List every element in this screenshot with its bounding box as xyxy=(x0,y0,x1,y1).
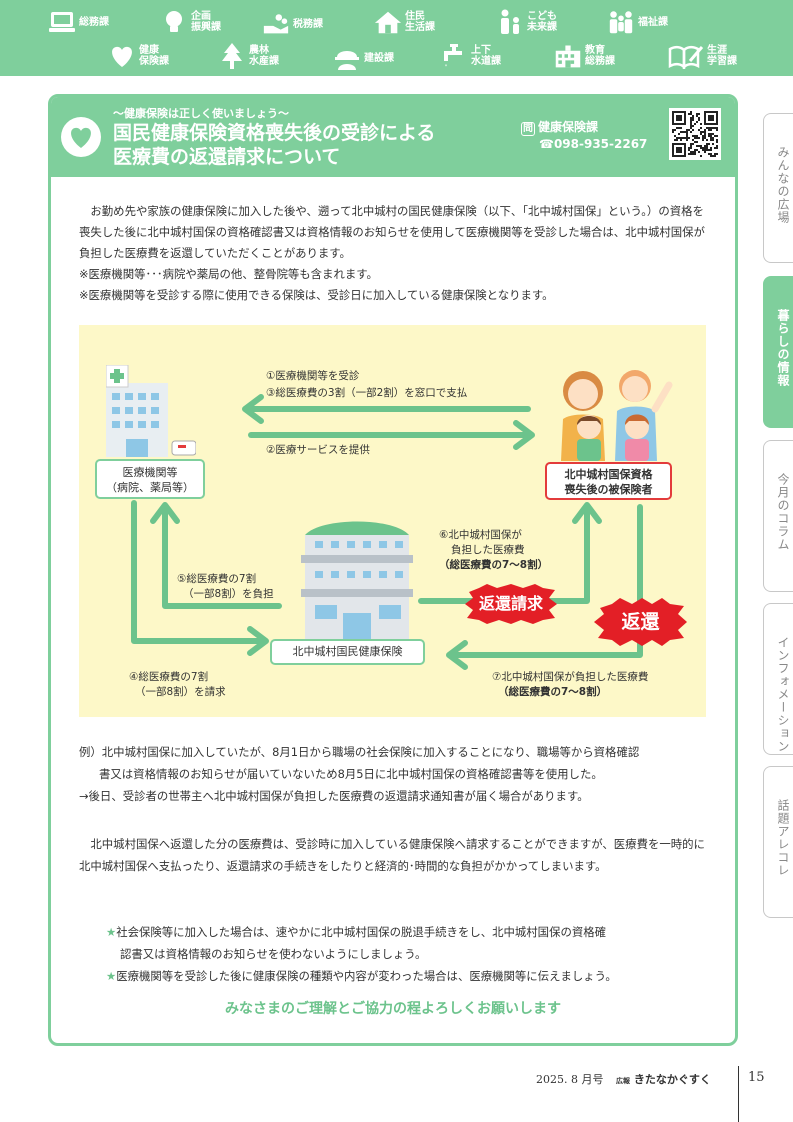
kokuho-box: 北中城村国民健康保険 xyxy=(270,639,425,665)
step-7-label: ⑦北中城村国保が負担した医療費 （総医療費の7～8割） xyxy=(492,671,649,698)
phone-icon: ☎ xyxy=(539,137,554,151)
repayment-burst: 返還 xyxy=(594,598,687,646)
tab-information[interactable]: インフォメーション xyxy=(763,603,793,755)
star-note-1: ★社会保険等に加入した場合は、速やかに北中城村国保の脱退手続きをし、北中城村国保… xyxy=(106,925,607,939)
step-1-label: ①医療機関等を受診 xyxy=(266,370,360,382)
qr-code[interactable] xyxy=(669,108,721,160)
intro-note-2: ※医療機関等を受診する際に使用できる保険は、受診日に加入している健康保険となりま… xyxy=(79,288,554,302)
star-notes: ★社会保険等に加入した場合は、速やかに北中城村国保の脱退手続きをし、北中城村国保… xyxy=(106,921,716,987)
repayment-request-burst: 返還請求 xyxy=(465,584,557,624)
family-illustration xyxy=(551,363,681,461)
article-subtitle: ～健康保険は正しく使いましょう～ xyxy=(113,107,289,120)
footer-publication: 広報 きたなかぐすく xyxy=(616,1073,711,1086)
example-section: 例）北中城村国保に加入していたが、8月1日から職場の社会保険に加入することになり… xyxy=(79,745,640,803)
faucet-icon xyxy=(440,44,468,68)
contact-badge: 問 xyxy=(521,122,535,136)
hardhat-icon xyxy=(333,46,361,70)
step-2-label: ②医療サービスを提供 xyxy=(266,444,370,456)
step-3-label: ③総医療費の3割（一部2割）を窓口で支払 xyxy=(266,387,468,399)
footer-divider xyxy=(738,1066,739,1122)
insured-person-box: 北中城村国保資格 喪失後の被保険者 xyxy=(545,462,672,500)
step-4-label: ④総医療費の7割 （一部8割）を請求 xyxy=(129,671,226,698)
department-header: 総務課 企画 振興課 税務課 住民 生活課 こども 未来課 福祉課 健康 保険課… xyxy=(0,0,793,76)
contact-phone: 098-935-2267 xyxy=(553,137,648,151)
hospital-box: 医療機関等 （病院、薬局等） xyxy=(95,459,205,499)
article-header: ～健康保険は正しく使いましょう～ 国民健康保険資格喪失後の受診による 医療費の返… xyxy=(51,97,735,177)
contact-info: 問健康保険課 ☎098-935-2267 xyxy=(521,120,648,151)
tree-icon xyxy=(218,43,246,69)
closing-message: みなさまのご理解とご協力の程よろしくお願いします xyxy=(225,1001,561,1017)
flow-arrows xyxy=(131,394,643,670)
book-pen-icon xyxy=(668,44,704,69)
tab-wadai-arekore[interactable]: 話題アレコレ xyxy=(763,766,793,918)
dept-kyoiku[interactable]: 教育 総務課 xyxy=(554,44,615,68)
page-number: 15 xyxy=(748,1070,765,1085)
computer-icon xyxy=(48,10,76,34)
dept-kensetsu[interactable]: 建設課 xyxy=(333,46,394,70)
star-icon: ★ xyxy=(106,925,117,939)
house-icon xyxy=(374,10,402,34)
dept-fukushi[interactable]: 福祉課 xyxy=(607,10,668,34)
dept-suido[interactable]: 上下 水道課 xyxy=(440,44,501,68)
hospital-illustration xyxy=(105,364,197,457)
article-title: 国民健康保険資格喪失後の受診による 医療費の返還請求について xyxy=(113,122,436,168)
dept-kikaku[interactable]: 企画 振興課 xyxy=(160,10,221,34)
intro-paragraph: お勤め先や家族の健康保険に加入した後や、遡って北中城村の国民健康保険（以下、「北… xyxy=(79,204,705,260)
flow-diagram: 医療機関等 （病院、薬局等） 北中城村国保資格 喪失後の被保険者 xyxy=(79,325,706,717)
lightbulb-icon xyxy=(160,10,188,34)
school-icon xyxy=(554,44,582,68)
dept-norin[interactable]: 農林 水産課 xyxy=(218,43,279,69)
kokuho-building-illustration xyxy=(301,515,413,639)
dept-kenko[interactable]: 健康 保険課 xyxy=(108,44,169,68)
dept-shogai[interactable]: 生涯 学習課 xyxy=(668,44,737,69)
dept-jumin[interactable]: 住民 生活課 xyxy=(374,10,435,34)
star-note-2: ★医療機関等を受診した後に健康保険の種類や内容が変わった場合は、医療機関等に伝え… xyxy=(106,969,617,983)
hands-coins-icon xyxy=(262,12,290,36)
star-icon: ★ xyxy=(106,969,117,983)
burden-paragraph: 北中城村国保へ返還した分の医療費は、受診時に加入している健康保険へ請求することが… xyxy=(79,837,705,873)
step-6-label: ⑥北中城村国保が 負担した医療費 （総医療費の7～8割） xyxy=(439,529,549,571)
heart-hands-icon xyxy=(108,44,136,68)
family-icon xyxy=(607,10,635,34)
footer-date: 2025. 8 月号 xyxy=(536,1073,604,1086)
tab-kurashi-no-joho[interactable]: 暮らしの情報 xyxy=(763,276,793,428)
dept-kodomo[interactable]: こども 未来課 xyxy=(496,9,557,34)
tab-minna-no-hiroba[interactable]: みんなの広場 xyxy=(763,113,793,263)
heart-badge-icon xyxy=(61,117,101,157)
intro-section: お勤め先や家族の健康保険に加入した後や、遡って北中城村の国民健康保険（以下、「北… xyxy=(79,201,711,306)
intro-note-1: ※医療機関等･･･病院や薬局の他、整骨院等も含まれます。 xyxy=(79,267,378,281)
step-5-label: ⑤総医療費の7割 （一部8割）を負担 xyxy=(177,573,274,600)
tab-kongetsu-no-column[interactable]: 今月のコラム xyxy=(763,440,793,592)
dept-zeimu[interactable]: 税務課 xyxy=(262,12,323,36)
parent-child-icon xyxy=(496,9,524,34)
dept-somu[interactable]: 総務課 xyxy=(48,10,109,34)
